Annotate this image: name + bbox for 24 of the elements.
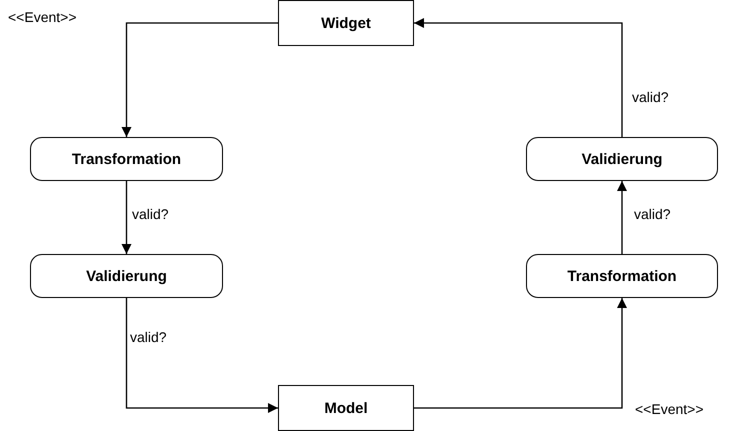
component-box: [278, 0, 414, 46]
process-box: [526, 254, 718, 298]
process-box: [30, 254, 223, 298]
process-box: [30, 137, 223, 181]
edge-label: valid?: [634, 206, 671, 222]
arrow: [126, 298, 278, 413]
node-label: Model: [324, 400, 368, 416]
node-label: Transformation: [567, 268, 677, 284]
edge-label: <<Event>>: [8, 9, 77, 25]
edge-label: valid?: [632, 89, 669, 105]
edge-label: valid?: [130, 329, 167, 345]
node-label: Validierung: [86, 268, 167, 284]
component-box: [278, 385, 414, 431]
arrow: [414, 298, 627, 409]
arrow: [414, 18, 623, 137]
arrow: [122, 22, 278, 137]
arrow: [617, 181, 627, 254]
edge-label: valid?: [132, 206, 169, 222]
node-label: Validierung: [582, 150, 662, 168]
node-label: Transformation: [72, 150, 182, 168]
edge-label: <<Event>>: [635, 401, 704, 417]
arrow: [122, 181, 132, 254]
node-label: Widget: [321, 14, 371, 32]
process-box: [526, 137, 718, 181]
